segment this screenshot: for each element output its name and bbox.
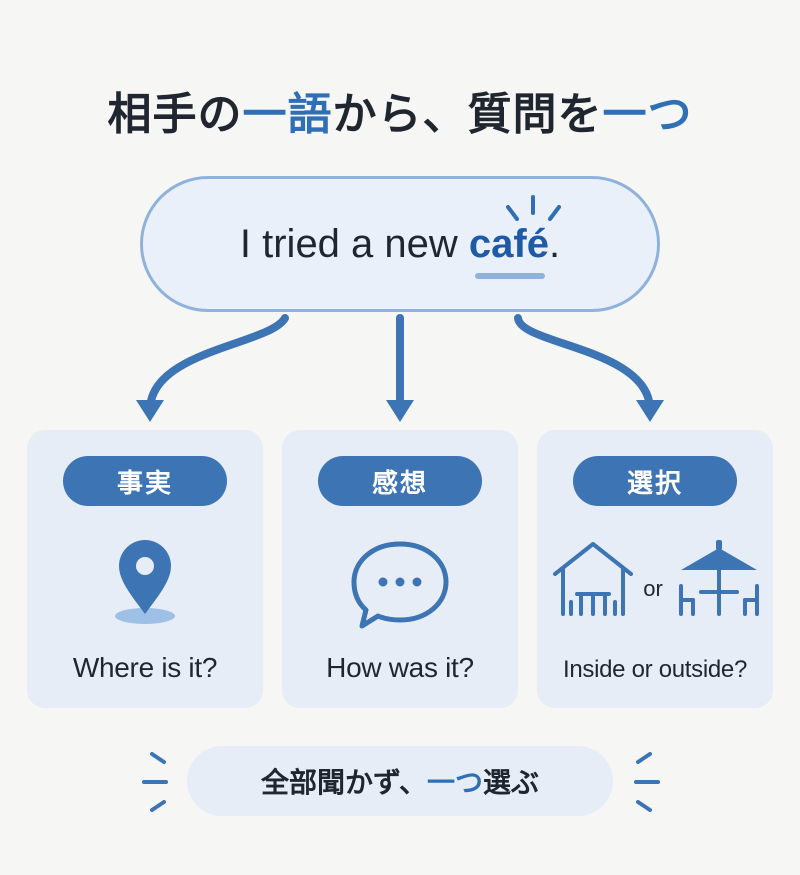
card-impression: 感想 How was it?	[282, 430, 518, 708]
footer-part2: 選ぶ	[483, 766, 540, 799]
card-badge: 選択	[573, 456, 737, 506]
card-badge: 感想	[318, 456, 482, 506]
sentence-after: .	[548, 221, 561, 266]
title-part2: から、質問を	[332, 89, 603, 140]
footer-part1: 全部聞かず、	[260, 766, 427, 799]
or-label: or	[643, 576, 663, 601]
sentence-keyword: café	[468, 221, 549, 279]
speech-bubble-icon	[351, 541, 449, 629]
title-accent-one: 一つ	[602, 89, 693, 140]
footer-accent: 一つ	[427, 766, 484, 799]
outdoor-table-icon	[679, 540, 759, 616]
arrow-right	[514, 314, 654, 414]
footer-message: 全部聞かず、一つ選ぶ	[187, 746, 613, 816]
arrowhead-right	[636, 400, 664, 422]
card-question: Where is it?	[72, 652, 218, 683]
card-question: Inside or outside?	[562, 656, 748, 683]
title-accent-word: 一語	[242, 89, 333, 140]
arrow-left	[146, 314, 289, 414]
keyword-spark-icon	[506, 195, 561, 221]
emphasis-lines-left-icon	[142, 752, 168, 812]
emphasis-lines-right-icon	[634, 752, 660, 812]
indoor-outdoor-table-icon: or	[553, 540, 759, 616]
arrowhead-center	[386, 400, 414, 422]
indoor-table-icon	[553, 542, 633, 616]
map-pin-icon	[115, 540, 175, 624]
keyword-text: café	[468, 221, 549, 266]
card-choice: 選択 or	[537, 430, 773, 708]
card-badge: 事実	[63, 456, 227, 506]
card-question: How was it?	[326, 652, 474, 683]
page-title: 相手の一語から、質問を一つ	[0, 78, 800, 142]
keyword-underline	[474, 272, 545, 279]
card-fact: 事実 Where is it?	[27, 430, 263, 708]
sentence-before: I tried a new	[239, 221, 469, 266]
example-sentence-bubble: I tried a new café.	[140, 176, 660, 312]
title-part1: 相手の	[107, 89, 243, 140]
arrowhead-left	[136, 400, 164, 422]
